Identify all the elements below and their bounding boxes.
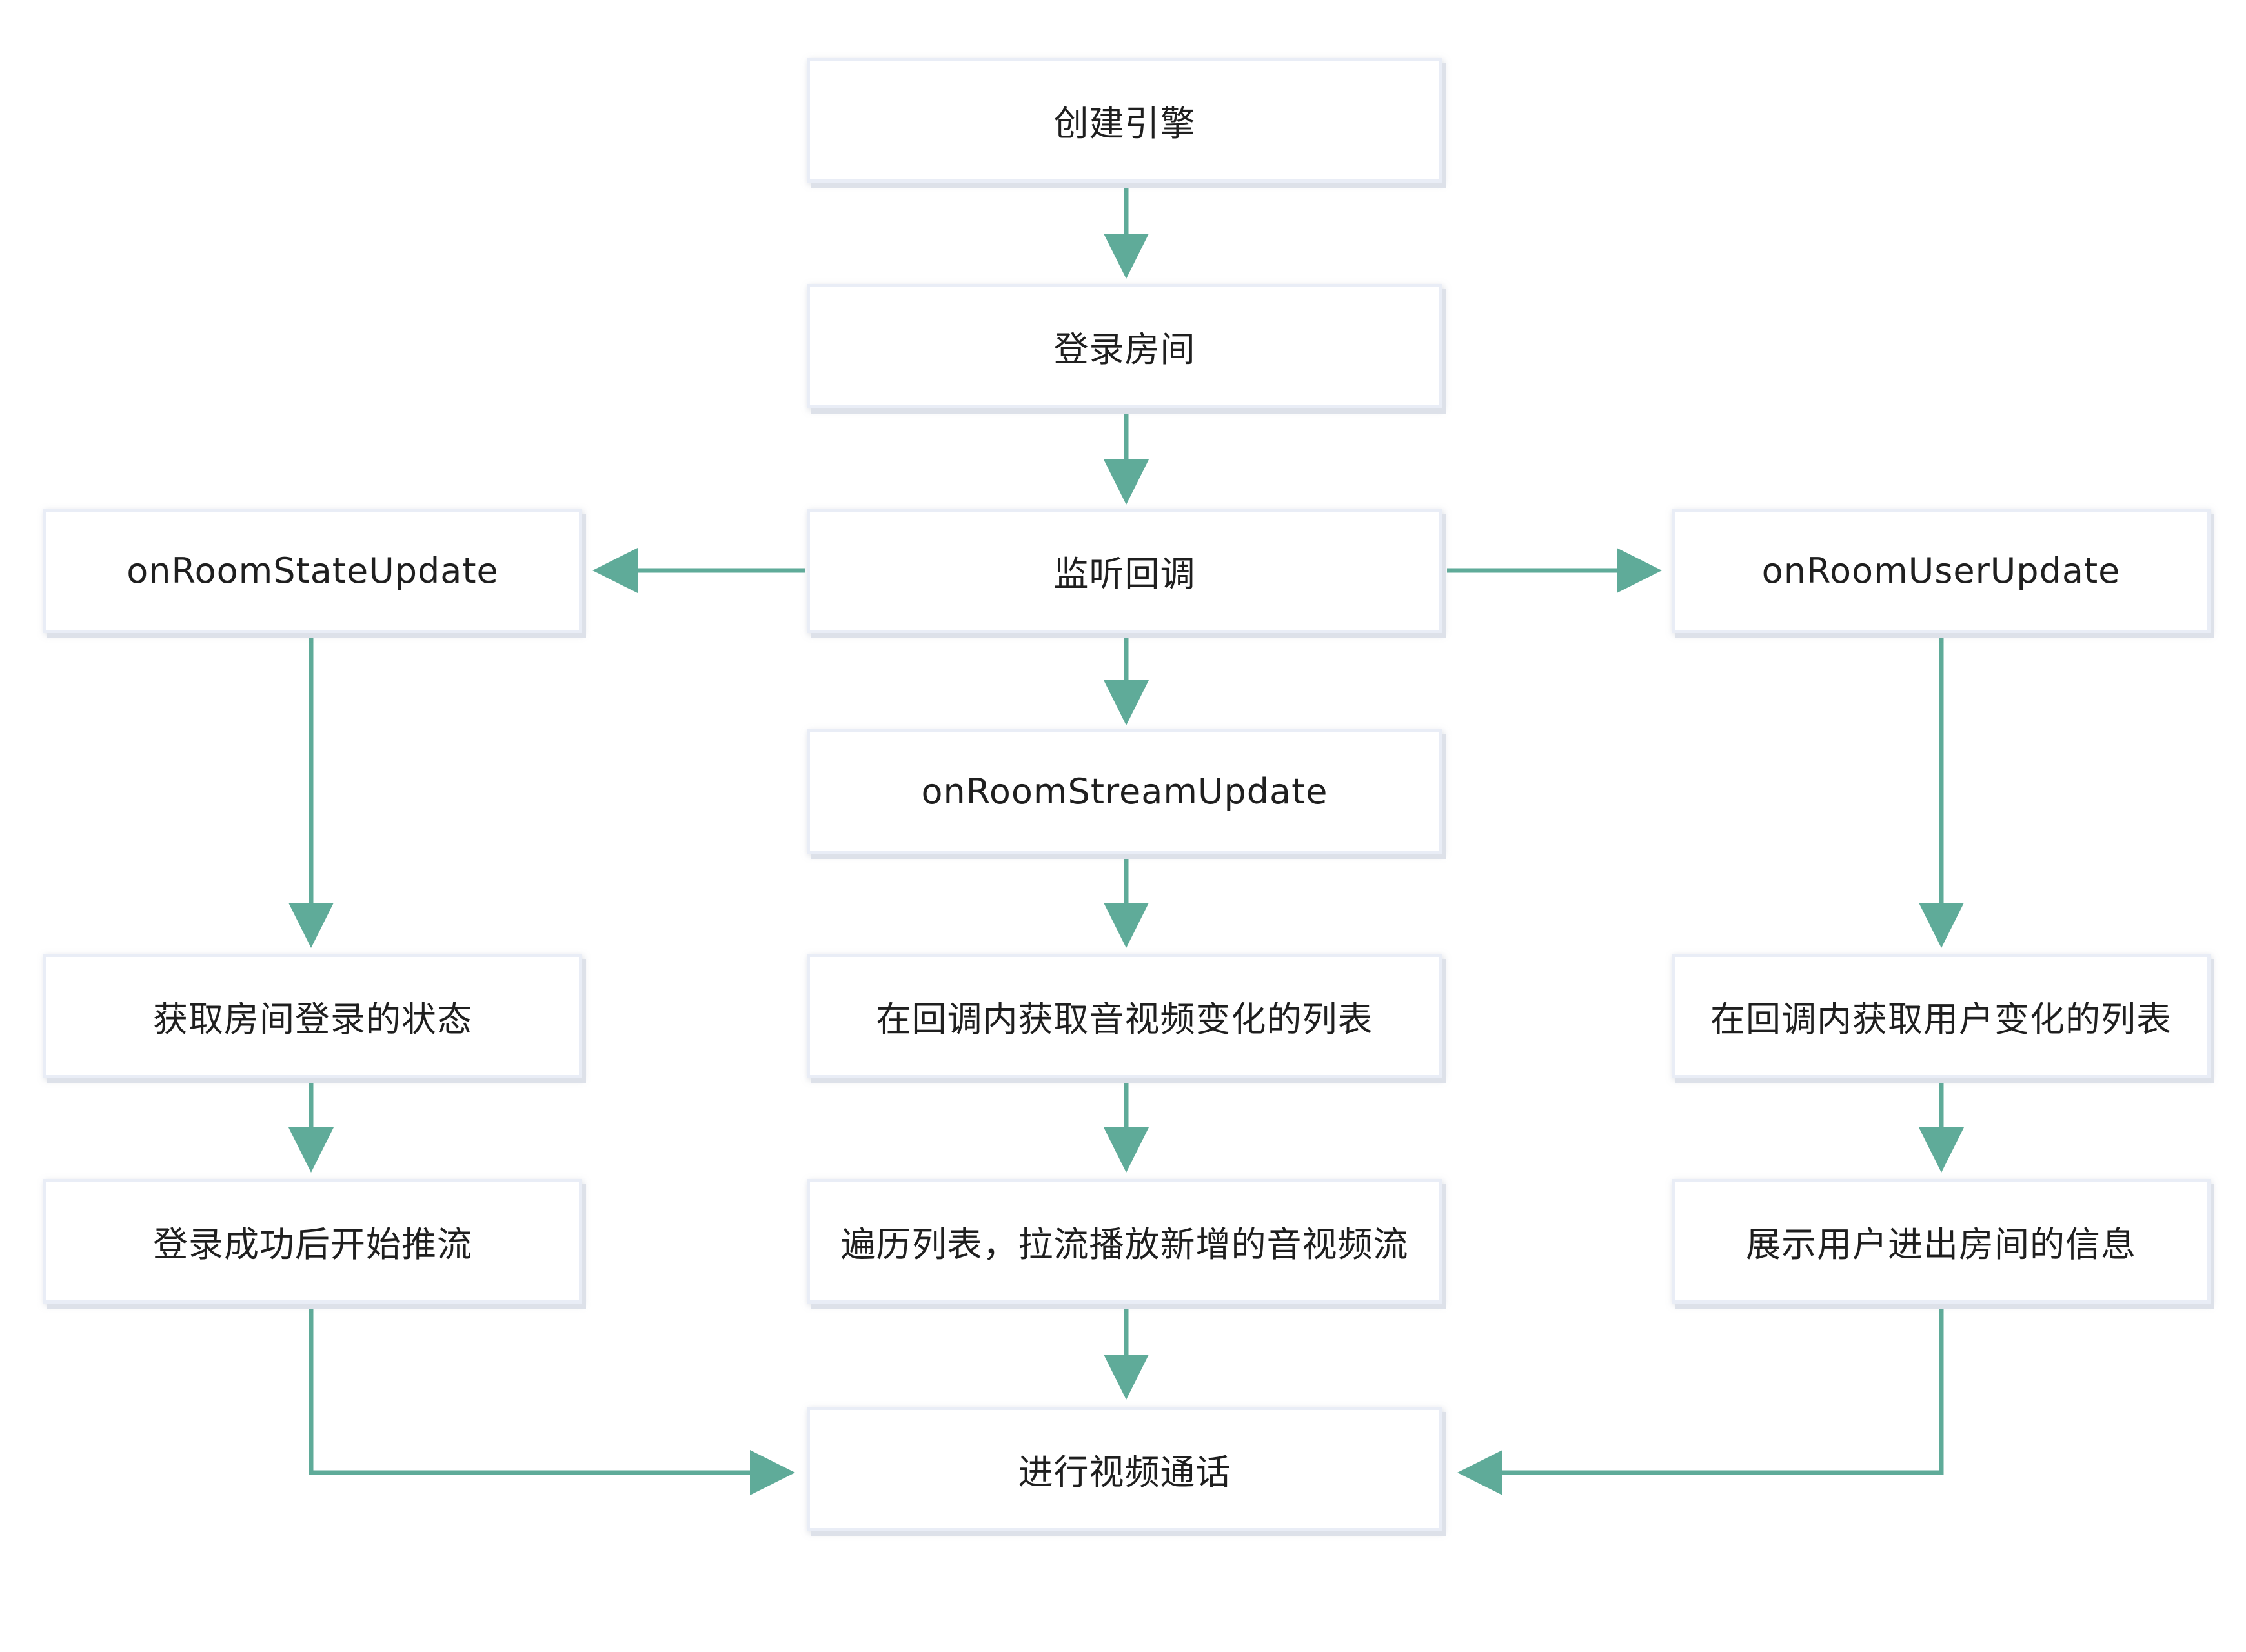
node-room-user-update-label: onRoomUserUpdate [1761, 550, 2121, 591]
node-room-user-update: onRoomUserUpdate [1672, 509, 2211, 633]
node-room-state-update: onRoomStateUpdate [43, 509, 582, 633]
node-get-user-list-label: 在回调内获取用户变化的列表 [1710, 999, 2172, 1040]
node-room-stream-update: onRoomStreamUpdate [807, 729, 1442, 854]
node-login-room: 登录房间 [807, 284, 1442, 408]
node-create-engine: 创建引擎 [807, 58, 1442, 183]
node-video-call-label: 进行视频通话 [1018, 1452, 1231, 1493]
node-room-state-update-label: onRoomStateUpdate [126, 550, 499, 591]
edge-show-user-info-to-video-call [1457, 1305, 1944, 1495]
node-create-engine-label: 创建引擎 [1053, 103, 1196, 144]
node-get-login-state-label: 获取房间登录的状态 [153, 999, 472, 1040]
node-play-new-streams: 遍历列表，拉流播放新增的音视频流 [807, 1179, 1442, 1304]
node-room-stream-update-label: onRoomStreamUpdate [921, 771, 1328, 812]
node-start-publish-label: 登录成功后开始推流 [153, 1224, 472, 1265]
node-get-stream-list-label: 在回调内获取音视频变化的列表 [876, 999, 1373, 1040]
node-video-call: 进行视频通话 [807, 1407, 1442, 1531]
node-get-user-list: 在回调内获取用户变化的列表 [1672, 954, 2211, 1078]
node-play-new-streams-label: 遍历列表，拉流播放新增的音视频流 [840, 1224, 1409, 1265]
node-show-user-info: 展示用户进出房间的信息 [1672, 1179, 2211, 1304]
node-get-stream-list: 在回调内获取音视频变化的列表 [807, 954, 1442, 1078]
node-get-login-state: 获取房间登录的状态 [43, 954, 582, 1078]
edge-start-publish-to-video-call [309, 1305, 795, 1495]
node-listen-callbacks-label: 监听回调 [1053, 554, 1196, 594]
node-start-publish: 登录成功后开始推流 [43, 1179, 582, 1304]
node-listen-callbacks: 监听回调 [807, 509, 1442, 633]
node-login-room-label: 登录房间 [1053, 329, 1196, 370]
node-show-user-info-label: 展示用户进出房间的信息 [1746, 1224, 2136, 1265]
